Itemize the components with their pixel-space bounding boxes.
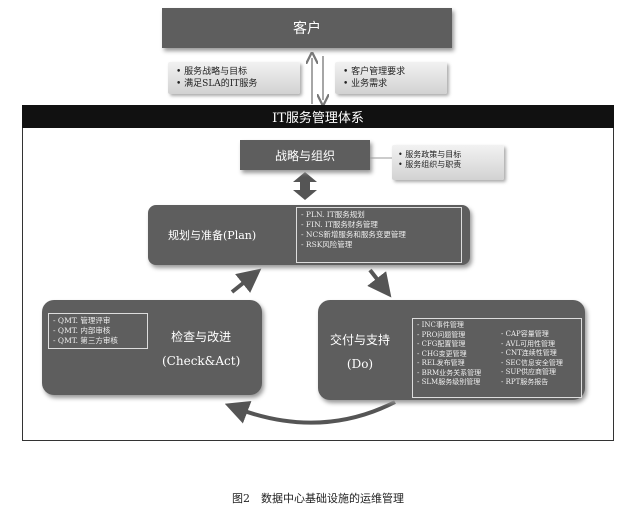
strategy-box: 战略与组织 — [240, 140, 370, 170]
arrow-plan-to-do — [367, 268, 392, 298]
right-callout: • 客户管理要求 • 业务需求 — [335, 62, 447, 94]
plan-list: - PLN. IT服务规划 - FIN. IT服务财务管理 - NCS新增服务和… — [296, 207, 462, 263]
customer-box: 客户 — [162, 8, 452, 48]
list-item: - CHG变更管理 — [417, 349, 467, 358]
plan-label: 规划与准备(Plan) — [168, 229, 257, 242]
strategy-label: 战略与组织 — [274, 148, 335, 163]
list-item: - NCS新增服务和服务变更管理 — [301, 230, 406, 239]
list-item: - RPT服务报告 — [501, 377, 549, 386]
callout-item: • 业务需求 — [343, 79, 388, 89]
list-item: - SUP供应商管理 — [501, 368, 556, 376]
do-sub: (Do) — [346, 357, 374, 371]
list-item: - PLN. IT服务规划 — [301, 210, 365, 219]
strategy-callout: • 服务政策与目标 • 服务组织与职责 — [392, 145, 504, 180]
list-item: - QMT. 第三方审核 — [53, 336, 118, 345]
list-item: - QMT. 内部审核 — [53, 326, 111, 335]
system-frame — [22, 128, 614, 441]
check-box: - QMT. 管理评审 - QMT. 内部审核 - QMT. 第三方审核 检查与… — [42, 300, 262, 395]
list-item: - CAP容量管理 — [501, 330, 549, 338]
list-item: - QMT. 管理评审 — [53, 316, 111, 325]
callout-item: • 服务组织与职责 — [398, 160, 462, 169]
list-item: - CNT连续性管理 — [501, 349, 557, 357]
callout-item: • 服务战略与目标 — [176, 67, 248, 77]
list-item: - INC事件管理 — [417, 321, 464, 329]
list-item: - BRM业务关系管理 — [417, 368, 482, 377]
callout-item: • 满足SLA的IT服务 — [176, 79, 258, 89]
arrow-do-to-check — [224, 400, 396, 425]
check-label: 检查与改进 — [171, 330, 232, 344]
left-callout: • 服务战略与目标 • 满足SLA的IT服务 — [168, 62, 300, 94]
list-item: - CFG配置管理 — [417, 340, 466, 348]
callout-item: • 客户管理要求 — [343, 67, 406, 77]
list-item: - RSK风险管理 — [301, 240, 353, 249]
check-list: - QMT. 管理评审 - QMT. 内部审核 - QMT. 第三方审核 — [48, 313, 148, 349]
list-item: - PRO问题管理 — [417, 330, 466, 339]
figure-caption: 图2 数据中心基础设施的运维管理 — [232, 492, 404, 505]
list-item: - SLM服务级别管理 — [417, 378, 481, 386]
list-item: - SEC信息安全管理 — [501, 358, 563, 367]
customer-label: 客户 — [293, 21, 321, 37]
check-sub: (Check&Act) — [162, 354, 241, 368]
do-label: 交付与支持 — [330, 333, 391, 347]
double-arrow-icon — [293, 172, 317, 200]
arrow-check-to-plan — [230, 268, 262, 294]
list-item: - FIN. IT服务财务管理 — [301, 220, 378, 229]
list-item: - AVL可用性管理 — [501, 339, 556, 348]
callout-item: • 服务政策与目标 — [398, 150, 462, 159]
do-box: 交付与支持 (Do) - INC事件管理 - PRO问题管理 - CFG配置管理… — [318, 300, 585, 400]
plan-box: 规划与准备(Plan) - PLN. IT服务规划 - FIN. IT服务财务管… — [148, 205, 470, 265]
list-item: - REL发布管理 — [417, 359, 465, 367]
system-title-bar: IT服务管理体系 — [22, 105, 614, 128]
do-list: - INC事件管理 - PRO问题管理 - CFG配置管理 - CHG变更管理 … — [412, 318, 582, 398]
system-title: IT服务管理体系 — [272, 111, 364, 126]
